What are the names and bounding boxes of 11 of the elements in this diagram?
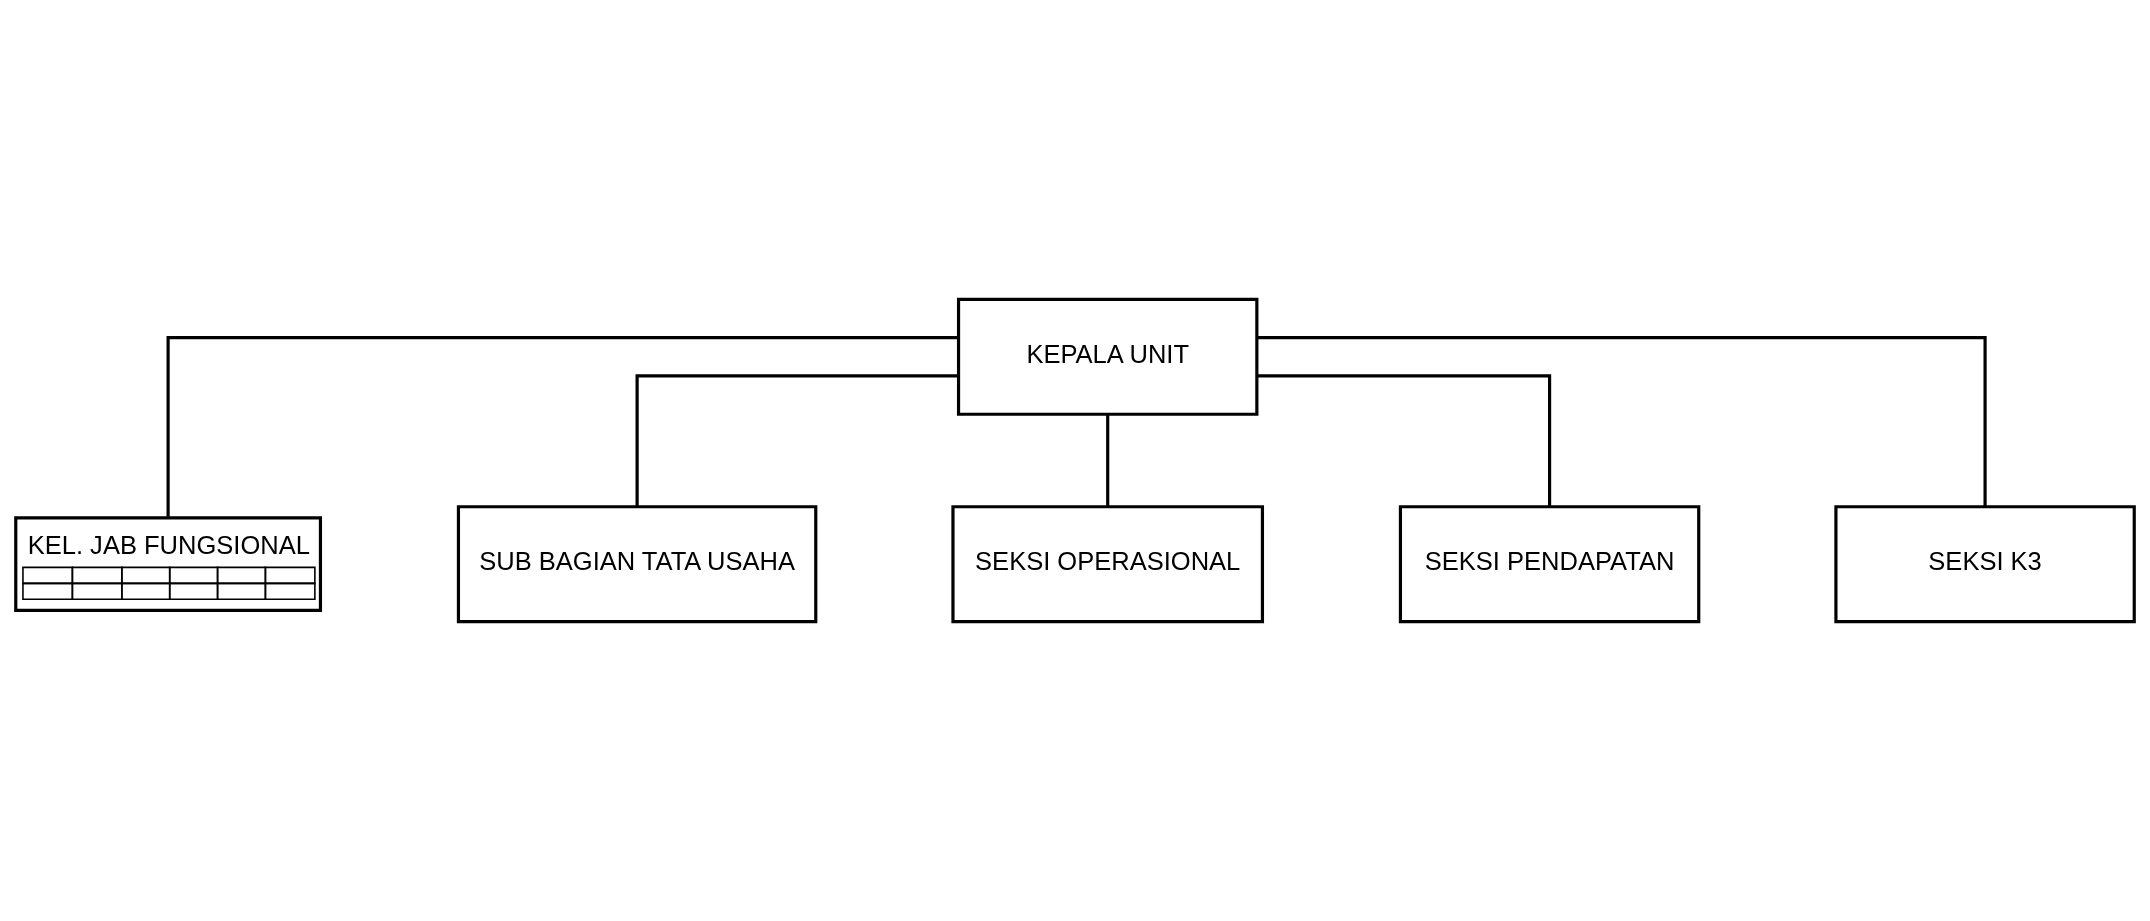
node-box: SEKSI PENDAPATAN (1398, 505, 1701, 624)
connector (1257, 374, 1552, 507)
node-box: KEL. JAB FUNGSIONAL (14, 516, 323, 613)
connector (635, 374, 959, 507)
node-box: SUB BAGIAN TATA USAHA (456, 505, 818, 624)
node-box: KEPALA UNIT (956, 297, 1259, 416)
node-box: SEKSI OPERASIONAL (951, 505, 1265, 624)
node-box: SEKSI K3 (1834, 505, 2136, 624)
connector (1106, 414, 1110, 507)
connector (166, 336, 959, 518)
connector (1257, 336, 1987, 507)
